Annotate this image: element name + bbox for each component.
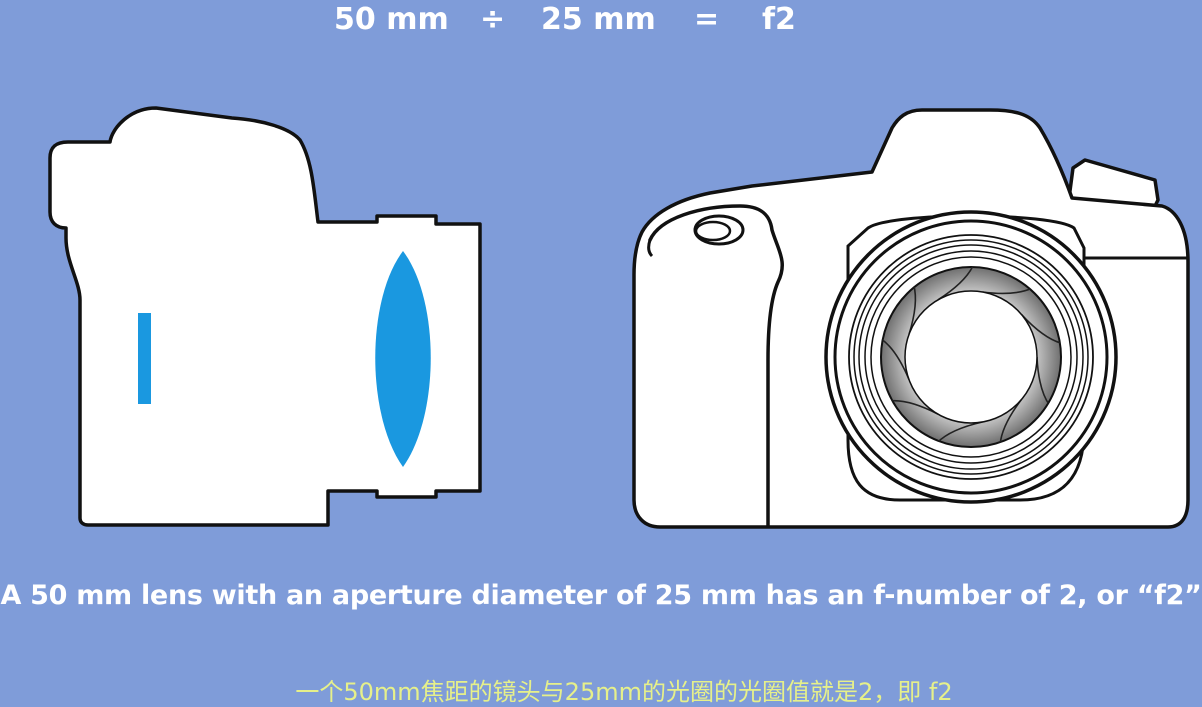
f-number-value: f2 bbox=[762, 2, 796, 37]
equation: 50 mm ÷ 25 mm = f2 bbox=[0, 0, 1202, 44]
grip-top-edge bbox=[647, 239, 654, 258]
lens-ring-6 bbox=[864, 250, 1078, 464]
grip-dial-inner bbox=[694, 220, 732, 242]
front-view-camera bbox=[632, 108, 1190, 529]
lens-element bbox=[375, 251, 431, 467]
aperture-diameter-value: 25 mm bbox=[541, 2, 656, 37]
side-view-camera bbox=[48, 106, 482, 527]
divide-symbol: ÷ bbox=[480, 2, 506, 37]
lens-ring-4 bbox=[853, 239, 1089, 475]
lens-ring-5 bbox=[858, 244, 1084, 470]
focal-length-value: 50 mm bbox=[334, 2, 449, 37]
chinese-subtitle: 一个50mm焦距的镜头与25mm的光圈的光圈值就是2，即 f2 bbox=[295, 678, 953, 706]
lens-ring-7 bbox=[870, 256, 1072, 458]
side-camera-body bbox=[48, 106, 482, 527]
camera-grip bbox=[648, 204, 784, 528]
aperture-opening bbox=[904, 290, 1038, 424]
lens-ring-3 bbox=[848, 234, 1094, 480]
english-caption: A 50 mm lens with an aperture diameter o… bbox=[0, 580, 1202, 611]
image-sensor bbox=[138, 313, 151, 404]
equals-symbol: = bbox=[694, 2, 720, 37]
